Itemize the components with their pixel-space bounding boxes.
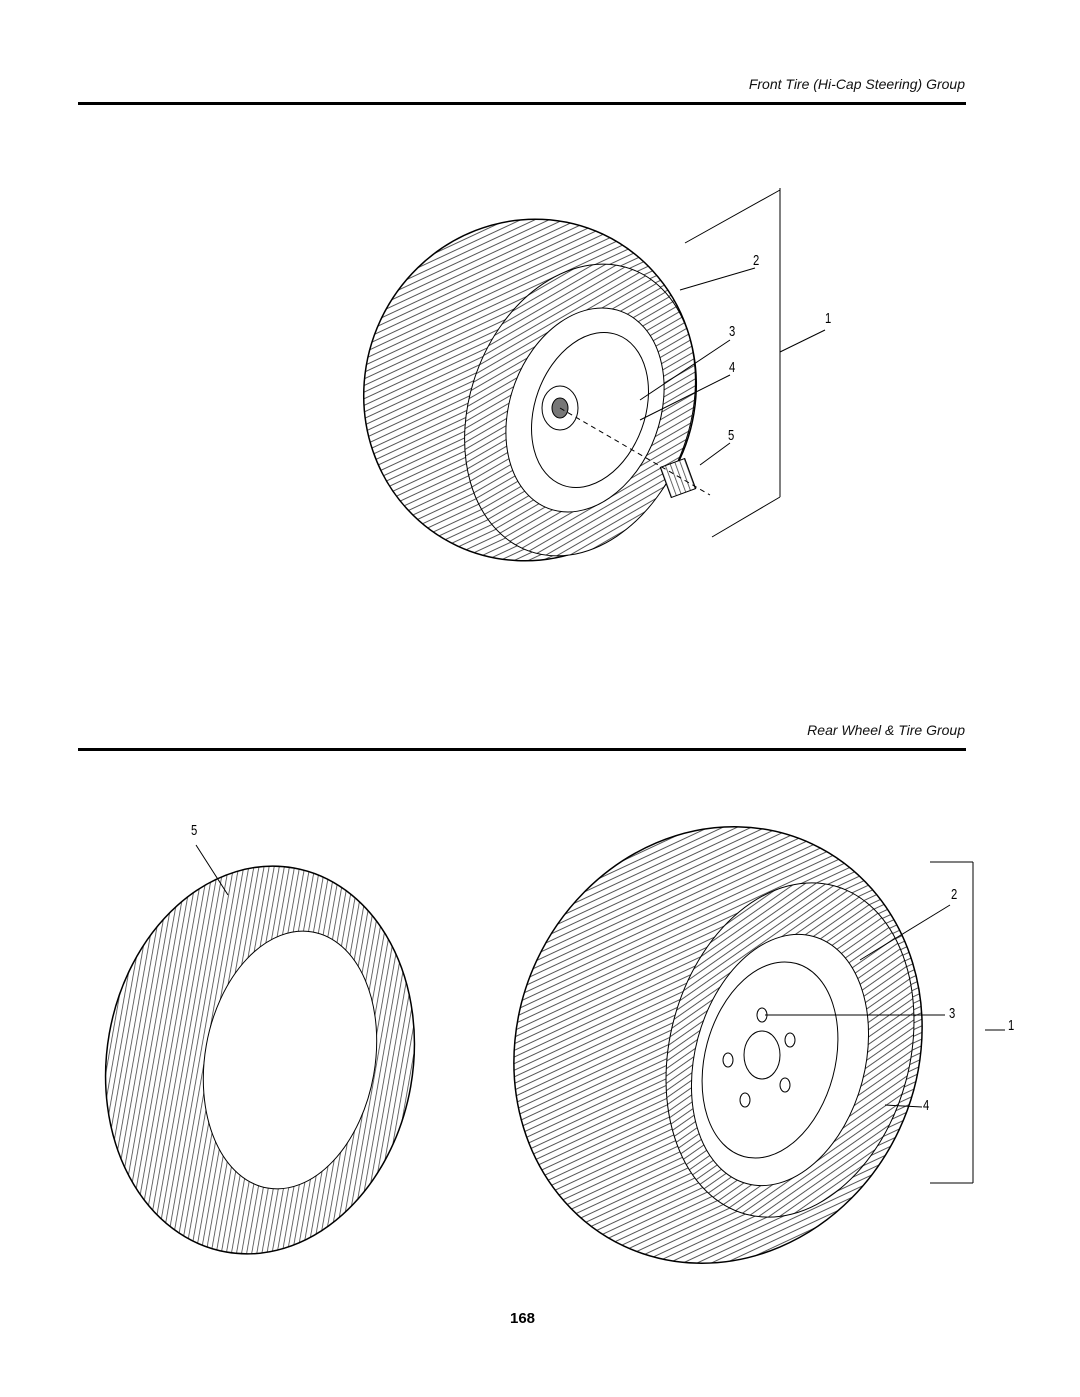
callout-1: 1 <box>1008 1017 1015 1034</box>
section-rule <box>78 102 966 105</box>
callout-5: 5 <box>191 822 198 839</box>
section-title-rear-wheel: Rear Wheel & Tire Group <box>807 722 965 738</box>
section-rule <box>78 748 966 751</box>
callout-3: 3 <box>729 323 736 340</box>
callout-2: 2 <box>753 252 760 269</box>
page-number: 168 <box>510 1310 536 1327</box>
rear-wheel-drawing <box>513 826 1005 1264</box>
callout-2: 2 <box>951 886 958 903</box>
section-title-front-tire: Front Tire (Hi-Cap Steering) Group <box>748 76 965 92</box>
inner-tube-drawing <box>104 844 416 1255</box>
callout-4: 4 <box>923 1097 930 1114</box>
callout-5: 5 <box>728 427 735 444</box>
callout-3: 3 <box>949 1005 956 1022</box>
front-tire-drawing <box>362 188 826 562</box>
callout-4: 4 <box>729 359 736 376</box>
callout-1: 1 <box>825 310 832 327</box>
